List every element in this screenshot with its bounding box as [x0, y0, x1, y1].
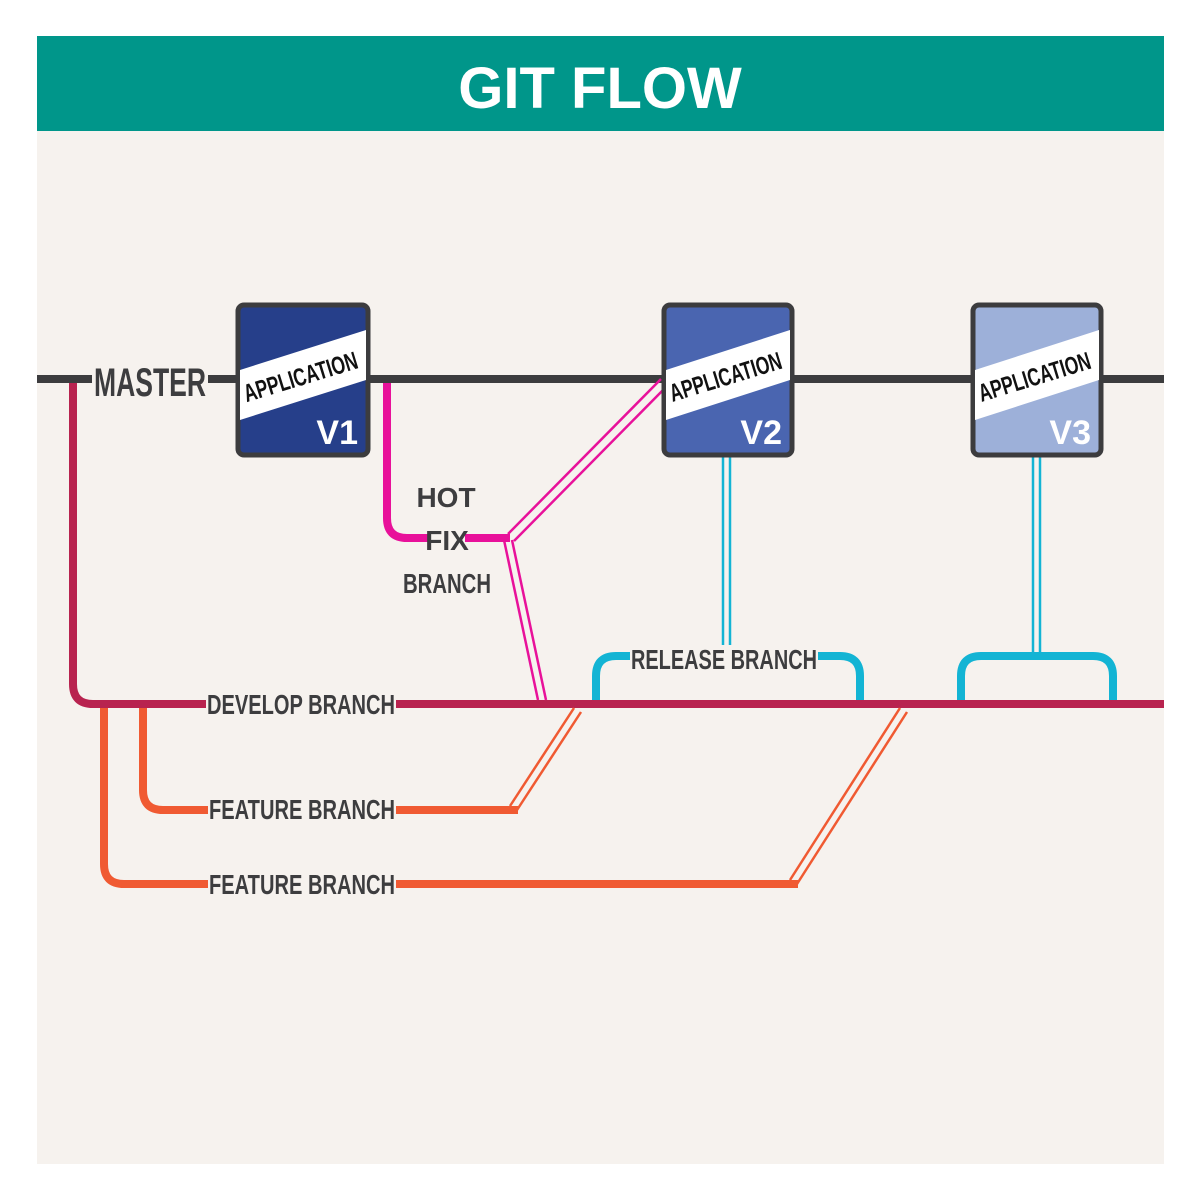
- hotfix-label-line1: HOT: [416, 482, 475, 513]
- application-v1-version: V1: [316, 414, 358, 452]
- application-v2-box: APPLICATION V2: [661, 302, 795, 458]
- develop-label: DEVELOP BRANCH: [207, 689, 395, 720]
- release-label: RELEASE BRANCH: [631, 644, 817, 675]
- release-branch-v2: [592, 456, 864, 700]
- feature-branch-1: [139, 707, 583, 814]
- title-banner: [37, 36, 1164, 131]
- develop-branch: [69, 383, 1164, 708]
- master-label: MASTER: [94, 361, 206, 405]
- feature-1-merge-develop: [508, 707, 583, 811]
- feature-2-label: FEATURE BRANCH: [209, 869, 395, 900]
- hotfix-merge-master: [507, 378, 668, 542]
- feature-2-merge-develop: [788, 707, 909, 885]
- application-v2-version: V2: [740, 414, 782, 452]
- hotfix-merge-develop: [502, 539, 548, 701]
- hotfix-label-line2: FIX: [425, 525, 469, 556]
- page-title: GIT FLOW: [458, 56, 742, 121]
- release-branch-v3: [957, 456, 1117, 700]
- feature-branch-2: [100, 707, 909, 888]
- application-v3-version: V3: [1049, 414, 1091, 452]
- hotfix-branch: [383, 378, 668, 701]
- application-v3-box: APPLICATION V3: [970, 302, 1104, 458]
- feature-1-label: FEATURE BRANCH: [209, 794, 395, 825]
- application-v1-box: APPLICATION V1: [235, 302, 371, 458]
- hotfix-label-line3: BRANCH: [403, 568, 491, 599]
- diagram-background: [37, 36, 1164, 1164]
